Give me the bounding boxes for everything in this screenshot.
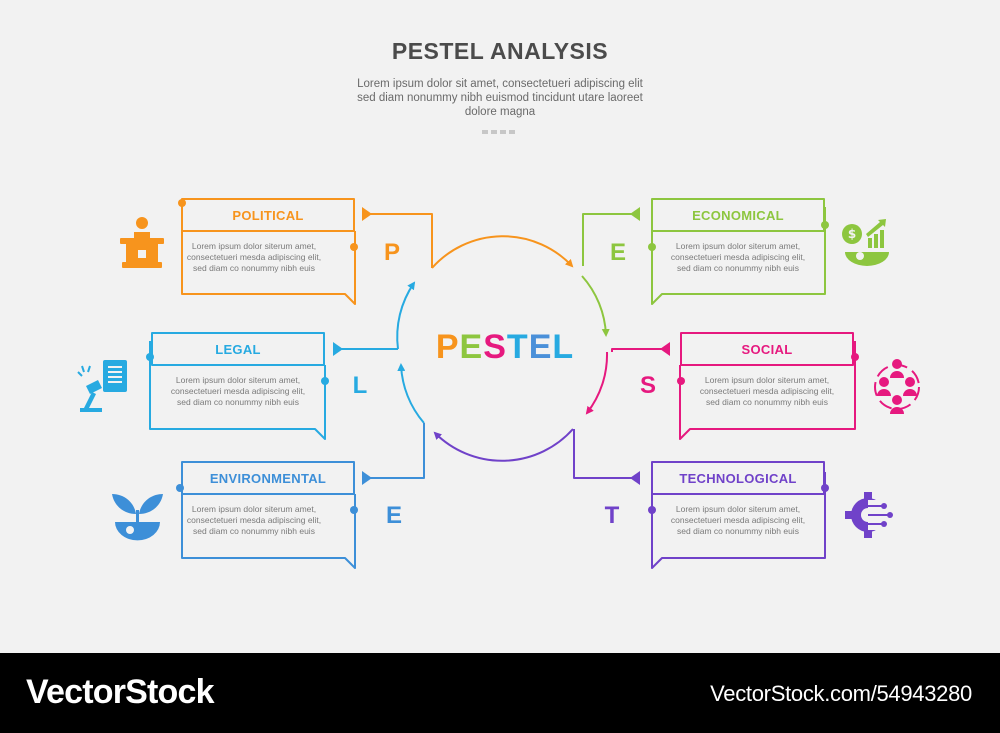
- card-political-letter: P: [383, 239, 400, 266]
- center-letter: P: [435, 328, 460, 366]
- arc-technological: [433, 428, 574, 462]
- center-letter: S: [483, 328, 507, 366]
- card-social-body: Lorem ipsum dolor siterum amet, consecte…: [699, 375, 835, 407]
- card-environmental-body: Lorem ipsum dolor siterum amet, consecte…: [186, 504, 322, 536]
- card-economical-body: Lorem ipsum dolor siterum amet, consecte…: [670, 241, 806, 273]
- card-legal-title: LEGAL: [215, 342, 261, 357]
- card-technological-body: Lorem ipsum dolor siterum amet, consecte…: [670, 504, 806, 536]
- people-network-icon: [874, 359, 920, 414]
- card-political-frame: [181, 198, 433, 305]
- card-legal-frame: [149, 332, 398, 440]
- arc-social: [585, 351, 609, 415]
- center-letter: E: [528, 328, 553, 366]
- divider-dots: [482, 130, 515, 134]
- vectorstock-logo: VectorStock: [26, 673, 215, 711]
- card-technological-title: TECHNOLOGICAL: [679, 471, 797, 486]
- center-letter: L: [552, 328, 575, 366]
- plant-hand-icon: [112, 494, 163, 541]
- card-economical-title: ECONOMICAL: [692, 208, 784, 223]
- podium-icon: [120, 217, 164, 268]
- arc-economical: [581, 275, 610, 337]
- page-subtitle: Lorem ipsum dolor sit amet, consectetuer…: [357, 78, 643, 118]
- center-pestel-word: PESTEL: [430, 328, 580, 367]
- card-technological-letter: T: [604, 502, 620, 529]
- watermark-footer: VectorStock VectorStock.com/54943280: [0, 653, 1000, 733]
- card-technological-frame: [573, 429, 826, 569]
- infographic-canvas: PESTEL ANALYSIS Lorem ipsum dolor sit am…: [77, 38, 920, 569]
- money-growth-icon: $: [842, 219, 889, 266]
- center-letter: E: [459, 328, 484, 366]
- gear-circuit-icon: [845, 492, 893, 538]
- card-legal-letter: L: [352, 372, 368, 399]
- card-economical-frame: [582, 198, 826, 305]
- center-letter: T: [506, 328, 529, 366]
- card-social-letter: S: [639, 372, 656, 399]
- gavel-document-icon: [77, 360, 127, 412]
- card-political-body: Lorem ipsum dolor siterum amet, consecte…: [186, 241, 322, 273]
- card-political-title: POLITICAL: [232, 208, 304, 223]
- card-environmental-title: ENVIRONMENTAL: [209, 471, 327, 486]
- page-title: PESTEL ANALYSIS: [391, 38, 609, 64]
- card-social-frame: [611, 332, 856, 440]
- card-environmental-letter: E: [385, 502, 402, 529]
- arc-environmental: [397, 363, 425, 424]
- card-economical-letter: E: [609, 239, 626, 266]
- stock-id-text: VectorStock.com/54943280: [710, 681, 972, 706]
- card-social-title: SOCIAL: [741, 342, 793, 357]
- card-legal-body: Lorem ipsum dolor siterum amet, consecte…: [170, 375, 306, 407]
- arc-political: [431, 235, 574, 269]
- svg-text:$: $: [848, 227, 856, 241]
- card-environmental-frame: [181, 423, 425, 569]
- diagram-lines: $: [77, 198, 920, 569]
- arc-legal: [396, 281, 416, 350]
